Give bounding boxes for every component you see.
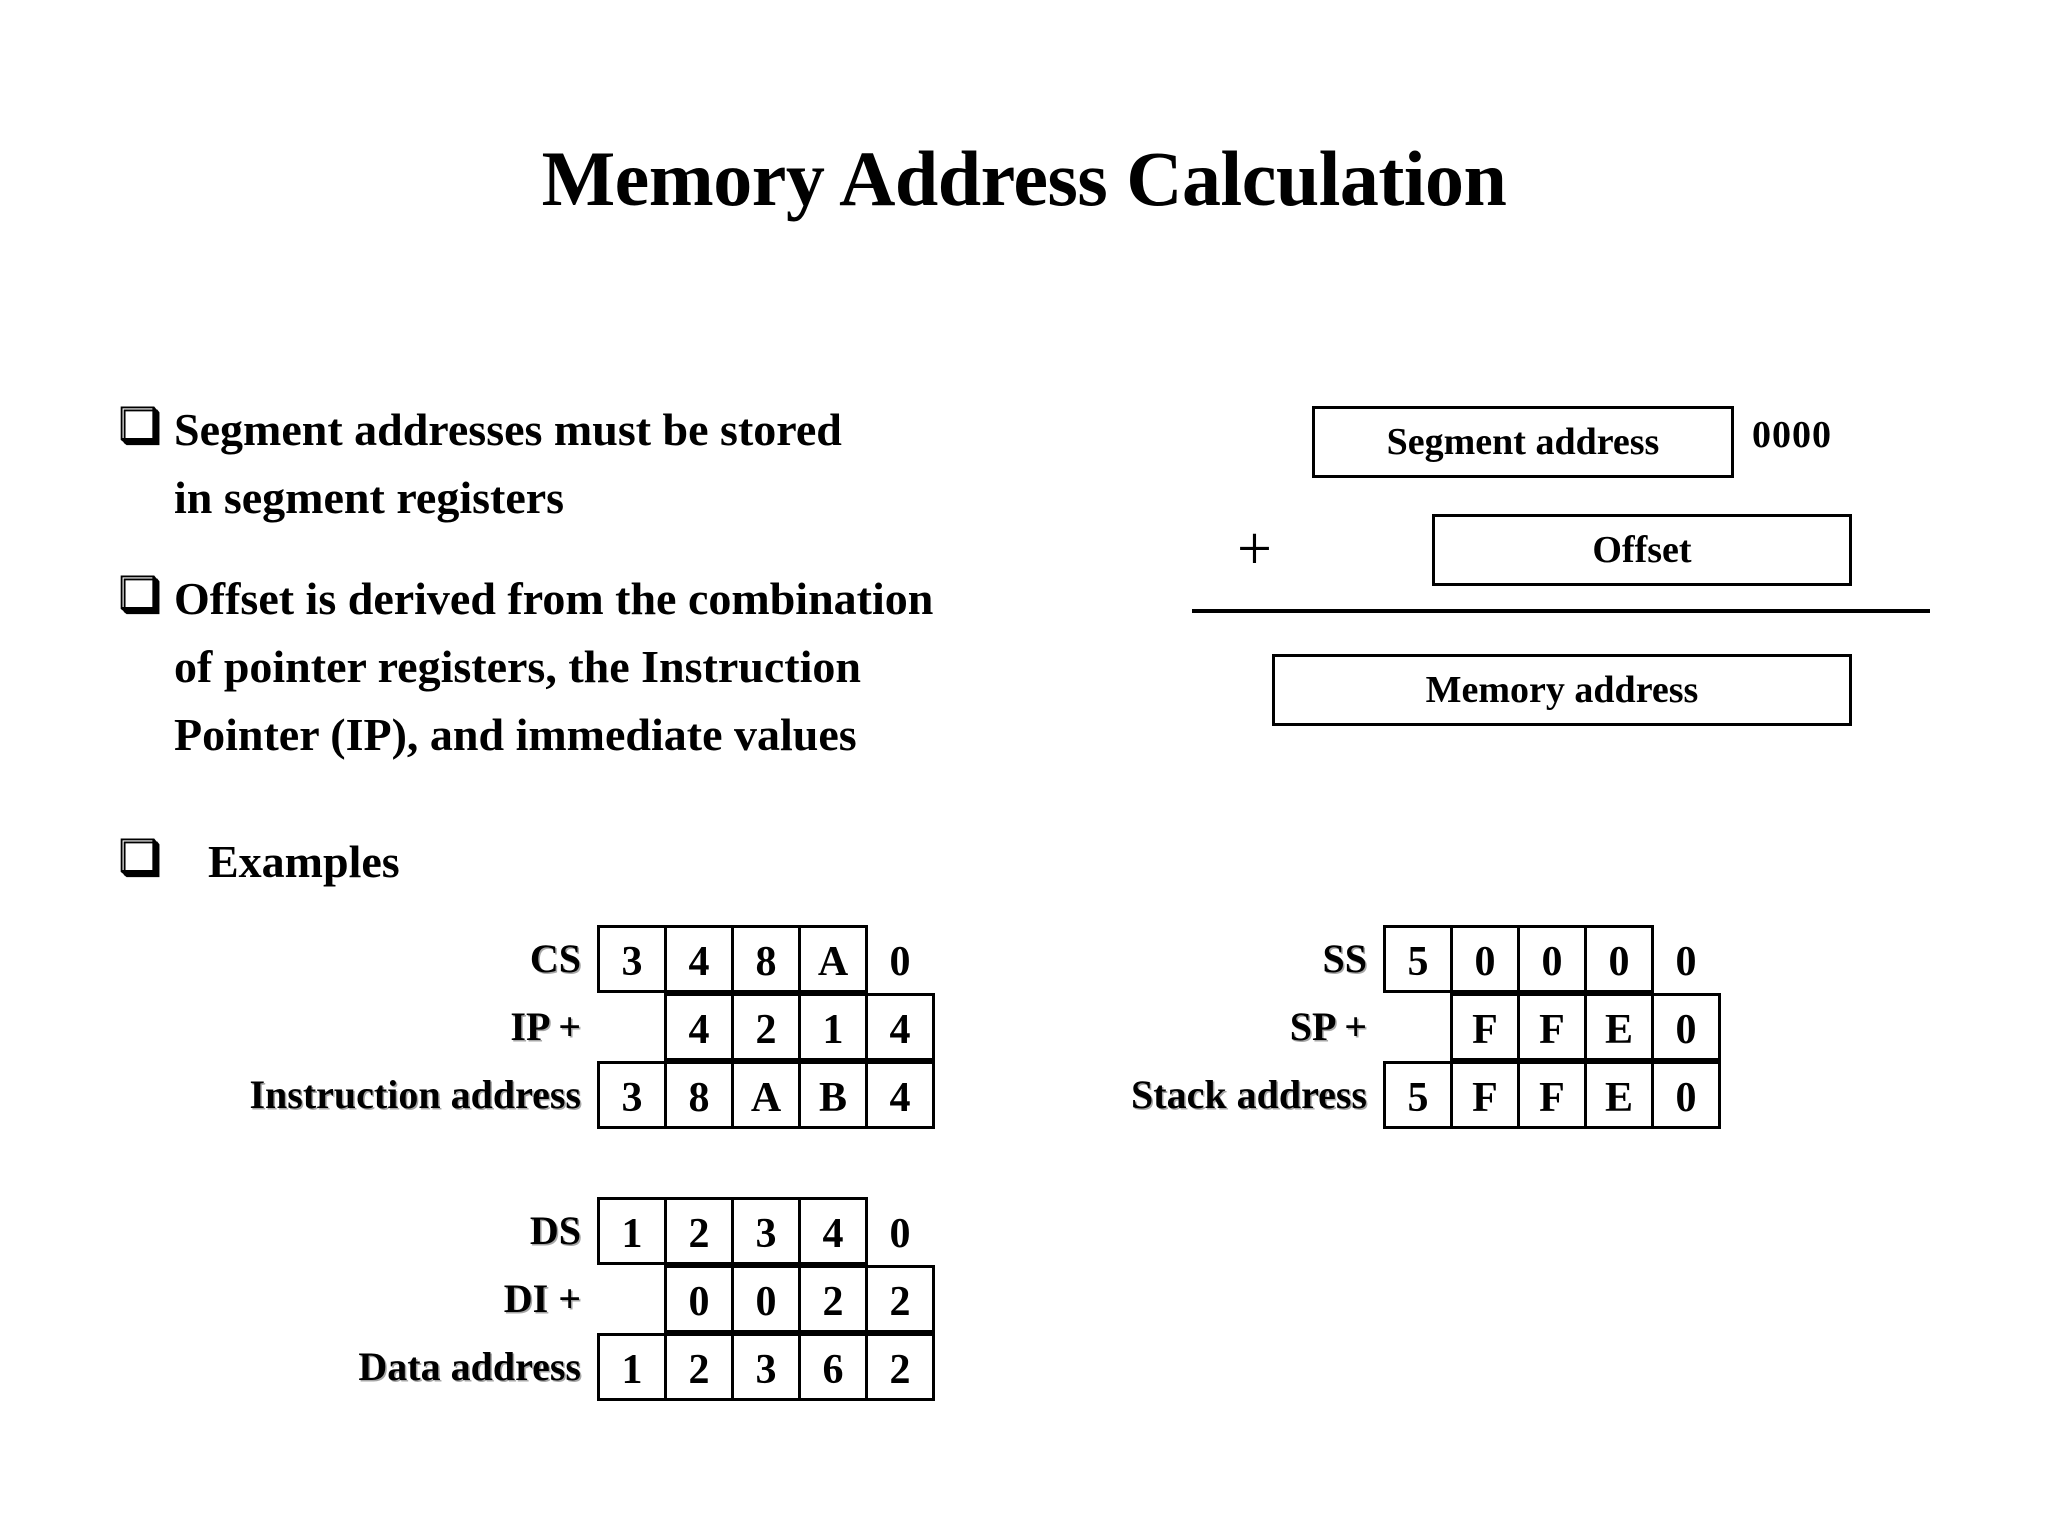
hex-digit-cell: 0	[1517, 925, 1587, 993]
hex-digit-cell: 0	[1651, 993, 1721, 1061]
hex-digit-cell: 8	[731, 925, 801, 993]
hex-digit-cell: A	[798, 925, 868, 993]
hex-digit-cell: F	[1450, 993, 1520, 1061]
hex-digit-cell: 0	[1675, 939, 1697, 985]
hex-digit-cell: 0	[1584, 925, 1654, 993]
hex-digit-cell: 4	[865, 1061, 935, 1129]
bullet-item-segment-addresses: ❑ Segment addresses must be stored in se…	[118, 396, 1138, 532]
hex-digit-cell: F	[1517, 1061, 1587, 1129]
bullet-square-icon: ❑	[118, 566, 160, 620]
hex-digit-cell: F	[1517, 993, 1587, 1061]
bullet-item-examples: ❑ Examples	[118, 828, 638, 896]
hex-digit-cell: B	[798, 1061, 868, 1129]
hex-digit-cell: 2	[664, 1197, 734, 1265]
hex-digit-cell: 5	[1383, 925, 1453, 993]
hex-digit-cell	[597, 1265, 667, 1333]
example-row-label: IP +	[510, 1004, 581, 1049]
hex-digit-cell: 6	[798, 1333, 868, 1401]
hex-digit-cell	[597, 993, 667, 1061]
page-title: Memory Address Calculation	[541, 135, 1507, 222]
example-row-label: Instruction address	[249, 1072, 581, 1117]
hex-digit-cell: E	[1584, 993, 1654, 1061]
hex-digit-cell: 5	[1383, 1061, 1453, 1129]
hex-digit-cell: 4	[664, 993, 734, 1061]
example-row-label: Data address	[358, 1344, 581, 1389]
hex-digit-cell: 1	[597, 1197, 667, 1265]
hex-digit-cell: 2	[664, 1333, 734, 1401]
example-row-label: SP +	[1289, 1004, 1367, 1049]
hex-digit-cell: 2	[865, 1333, 935, 1401]
example-row-label: SS	[1322, 936, 1368, 981]
bullet-item-text: Offset is derived from the combination o…	[174, 565, 933, 769]
bullet-item-text: Examples	[208, 836, 400, 887]
hex-digit-cell: 4	[865, 993, 935, 1061]
example-row-label: DS	[529, 1208, 581, 1253]
hex-digit-cell: 2	[731, 993, 801, 1061]
hex-digit-cell: 1	[597, 1333, 667, 1401]
trailing-zeros-label: 0000	[1752, 414, 1832, 456]
sum-divider-line	[1192, 609, 1930, 613]
example-row-label: CS	[529, 936, 581, 981]
hex-digit-cell: 4	[664, 925, 734, 993]
hex-digit-cell	[1383, 993, 1453, 1061]
bullet-item-text: Segment addresses must be stored in segm…	[174, 396, 842, 532]
hex-digit-cell: 4	[798, 1197, 868, 1265]
bullet-square-icon: ❑	[118, 829, 160, 883]
hex-digit-cell: 1	[798, 993, 868, 1061]
hex-digit-cell: 3	[597, 1061, 667, 1129]
plus-operator-icon: +	[1237, 515, 1272, 583]
memory-address-box: Memory address	[1272, 654, 1852, 726]
hex-digit-cell: 0	[1651, 1061, 1721, 1129]
hex-digit-cell: 0	[889, 939, 911, 985]
hex-digit-cell: E	[1584, 1061, 1654, 1129]
bullet-line: Pointer (IP), and immediate values	[174, 709, 857, 760]
hex-digit-cell: 0	[889, 1211, 911, 1257]
hex-digit-cell: 2	[865, 1265, 935, 1333]
hex-digit-cell: 8	[664, 1061, 734, 1129]
hex-digit-cell: A	[731, 1061, 801, 1129]
hex-digit-cell: 3	[597, 925, 667, 993]
hex-digit-cell: 0	[664, 1265, 734, 1333]
segment-address-box: Segment address	[1312, 406, 1734, 478]
bullet-line: in segment registers	[174, 472, 565, 523]
example-row-label: Stack address	[1131, 1072, 1367, 1117]
hex-digit-cell: 0	[731, 1265, 801, 1333]
bullet-line: of pointer registers, the Instruction	[174, 641, 861, 692]
hex-digit-cell: 0	[1450, 925, 1520, 993]
hex-digit-cell: F	[1450, 1061, 1520, 1129]
hex-digit-cell: 3	[731, 1197, 801, 1265]
bullet-item-offset-derivation: ❑ Offset is derived from the combination…	[118, 565, 1178, 769]
bullet-line: Offset is derived from the combination	[174, 573, 934, 624]
bullet-line: Segment addresses must be stored	[174, 404, 842, 455]
hex-digit-cell: 2	[798, 1265, 868, 1333]
offset-box: Offset	[1432, 514, 1852, 586]
hex-digit-cell: 3	[731, 1333, 801, 1401]
bullet-square-icon: ❑	[118, 397, 160, 451]
example-row-label: DI +	[503, 1276, 581, 1321]
